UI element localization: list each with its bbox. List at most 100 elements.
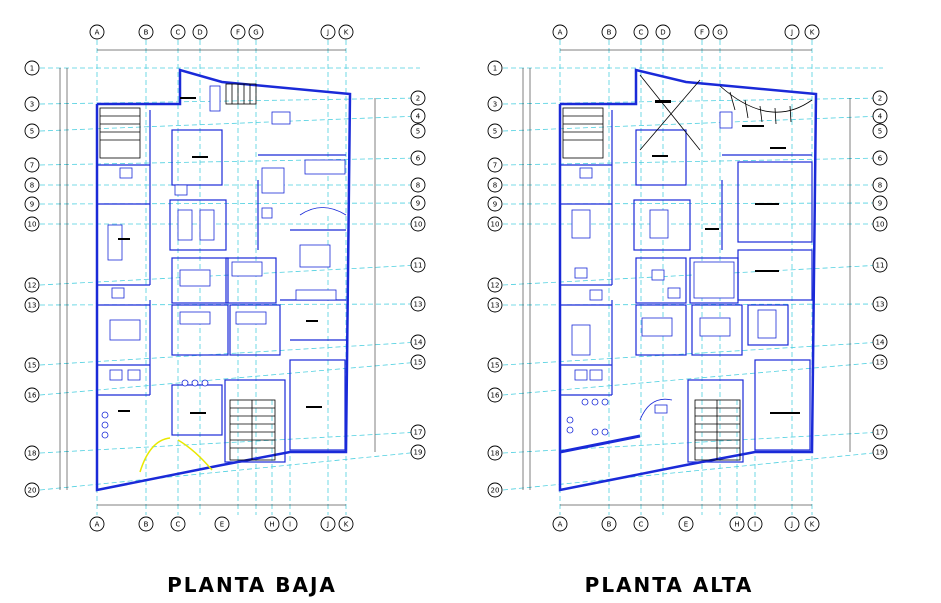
grid-bubble-top-a-circle xyxy=(89,24,105,40)
grid-bubble-left-13-label: 13 xyxy=(491,302,500,310)
grid-bubble-right-9-circle xyxy=(872,195,888,211)
grid-bubble-right-9-label: 9 xyxy=(878,200,882,208)
grid-bubble-left-3-circle xyxy=(24,96,40,112)
plan-title-alta: PLANTA ALTA xyxy=(585,573,754,597)
grid-bubble-right-14-circle xyxy=(410,334,426,350)
furniture-alta xyxy=(559,111,777,454)
grid-bubble-right-11-label: 11 xyxy=(876,262,885,270)
dimensions-alta xyxy=(522,49,851,506)
grid-bubble-left-8-circle xyxy=(24,177,40,193)
grid-bubble-left-15-circle xyxy=(487,357,503,373)
grid-bubble-top-b-label: B xyxy=(607,29,612,37)
grid-bubble-bottom-j-label: J xyxy=(326,521,329,529)
grid-bubble-left-5-label: 5 xyxy=(493,128,497,136)
grid-bubble-bottom-b-circle xyxy=(138,516,154,532)
grid-bubble-left-1-label: 1 xyxy=(30,65,34,73)
grid-bubble-right-19-circle xyxy=(872,444,888,460)
grid-bubble-right-11-label: 11 xyxy=(414,262,423,270)
grid-bubble-bottom-k-circle xyxy=(804,516,820,532)
grid-bubble-left-18-circle xyxy=(24,445,40,461)
grid-bubble-top-a-label: A xyxy=(558,29,563,37)
grid-bubble-left-16-label: 16 xyxy=(28,392,37,400)
grid-bubble-top-a-label: A xyxy=(95,29,100,37)
grid-bubble-left-15-label: 15 xyxy=(491,362,500,370)
grid-bubble-right-19-circle xyxy=(410,444,426,460)
grid-bubble-bottom-k-circle xyxy=(338,516,354,532)
grid-bubble-left-10-circle xyxy=(24,216,40,232)
grid-bubble-right-10-label: 10 xyxy=(876,221,885,229)
room-labels-alta xyxy=(652,100,800,414)
grid-bubble-right-14-label: 14 xyxy=(876,339,885,347)
grid-bubble-bottom-h-circle xyxy=(264,516,280,532)
grid-bubble-left-15-circle xyxy=(24,357,40,373)
plan-planta-alta: ABCDFGJKABCEHIJK135789101213151618202456… xyxy=(487,24,888,597)
walls-alta xyxy=(558,68,818,492)
grid-bubble-top-c-circle xyxy=(633,24,649,40)
grid-bubble-left-9-circle xyxy=(487,196,503,212)
grid-bubble-left-8-label: 8 xyxy=(493,182,497,190)
grid-bubble-right-19-label: 19 xyxy=(876,449,885,457)
grid-bubble-right-2-circle xyxy=(872,90,888,106)
grid-bubble-top-j-circle xyxy=(320,24,336,40)
grid-bubble-top-k-circle xyxy=(338,24,354,40)
stairs-alta xyxy=(562,74,813,461)
grid-bubble-bottom-e-label: E xyxy=(220,521,224,529)
stairs-baja xyxy=(99,83,276,473)
grid-bubble-left-7-label: 7 xyxy=(30,162,34,170)
grid-bubble-right-19-label: 19 xyxy=(414,449,423,457)
grid-bubble-left-16-circle xyxy=(487,387,503,403)
grid-bubble-right-15-label: 15 xyxy=(876,359,885,367)
grid-bubble-top-g-circle xyxy=(712,24,728,40)
grid-bubble-right-10-circle xyxy=(410,216,426,232)
grid-bubble-left-12-circle xyxy=(24,277,40,293)
grid-bubble-left-7-circle xyxy=(487,157,503,173)
grid-bubble-right-11-circle xyxy=(410,257,426,273)
grid-bubble-left-9-circle xyxy=(24,196,40,212)
grid-bubble-bottom-h-circle xyxy=(729,516,745,532)
grid-bubble-left-5-circle xyxy=(24,123,40,139)
grid-bubble-right-4-circle xyxy=(872,108,888,124)
grid-bubble-right-4-circle xyxy=(410,108,426,124)
grid-bubble-bottom-i-circle xyxy=(747,516,763,532)
grid-bubble-top-b-circle xyxy=(138,24,154,40)
grid-bubble-top-k-label: K xyxy=(810,29,815,37)
grid-bubble-left-20-circle xyxy=(487,482,503,498)
grid-bubble-left-10-circle xyxy=(487,216,503,232)
grid-bubble-left-13-circle xyxy=(487,297,503,313)
grid-bubble-right-6-circle xyxy=(410,150,426,166)
grid-bubble-right-10-label: 10 xyxy=(414,221,423,229)
grid-bubble-bottom-j-label: J xyxy=(790,521,793,529)
grid-bubble-bottom-c-label: C xyxy=(176,521,181,529)
grid-bubble-left-20-circle xyxy=(24,482,40,498)
grid-bubble-right-8-circle xyxy=(410,177,426,193)
grid-bubble-top-b-label: B xyxy=(144,29,149,37)
grid-bubble-right-17-circle xyxy=(410,424,426,440)
grid-bubble-left-20-label: 20 xyxy=(491,487,500,495)
grid-bubble-right-2-circle xyxy=(410,90,426,106)
grid-bubble-right-5-circle xyxy=(872,123,888,139)
grid-bubble-right-13-circle xyxy=(872,296,888,312)
grid-bubble-top-f-label: F xyxy=(700,29,704,37)
grid-bubble-right-17-circle xyxy=(872,424,888,440)
grid-bubble-bottom-e-circle xyxy=(678,516,694,532)
grid-bubble-top-d-circle xyxy=(192,24,208,40)
grid-bubble-left-3-label: 3 xyxy=(30,101,34,109)
grid-bubble-top-f-label: F xyxy=(236,29,240,37)
grid-bubble-top-g-label: G xyxy=(253,29,258,37)
grid-bubble-top-d-circle xyxy=(655,24,671,40)
grid-bubble-right-10-circle xyxy=(872,216,888,232)
grid-bubble-right-2-label: 2 xyxy=(416,95,420,103)
grid-bubble-left-12-label: 12 xyxy=(28,282,37,290)
grid-bubble-bottom-k-label: K xyxy=(810,521,815,529)
grid-bubble-left-1-circle xyxy=(487,60,503,76)
grid-bubble-right-8-label: 8 xyxy=(878,182,882,190)
grid-bubble-top-k-circle xyxy=(804,24,820,40)
grid-bubble-right-9-label: 9 xyxy=(416,200,420,208)
plan-title-baja: PLANTA BAJA xyxy=(167,573,337,597)
grid-bubble-top-a-circle xyxy=(552,24,568,40)
grid-bubble-right-13-label: 13 xyxy=(414,301,423,309)
grid-bubble-bottom-h-label: H xyxy=(269,521,274,529)
grid-bubble-bottom-a-label: A xyxy=(95,521,100,529)
